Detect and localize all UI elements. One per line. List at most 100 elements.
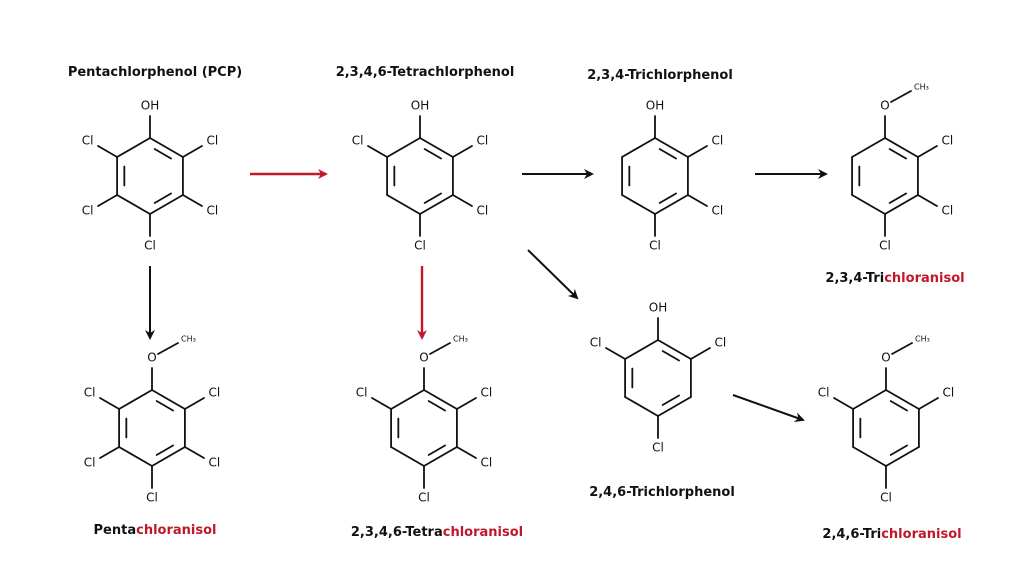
substituent-bond	[605, 347, 626, 360]
chlorine-label: Cl	[84, 386, 96, 400]
double-bond	[427, 444, 446, 456]
double-bond	[889, 400, 908, 412]
compound-name-pcp: Pentachlorphenol (PCP)	[67, 65, 243, 80]
chlorine-label: Cl	[941, 204, 953, 218]
ring-bond	[885, 389, 920, 410]
substituent-bond	[452, 145, 473, 158]
methyl-label: CH₃	[453, 335, 468, 344]
chlorine-label: Cl	[711, 204, 723, 218]
compound-name-teca: 2,3,4,6-Tetrachloranisol	[350, 525, 524, 540]
chlorine-label: Cl	[590, 336, 602, 350]
double-bond	[658, 148, 677, 160]
ring-bond	[386, 194, 421, 215]
double-bond	[427, 400, 446, 412]
molecules: OHClClClClClOHClClClClOHClClClOCH₃ClClCl…	[82, 83, 954, 505]
substituent-bond	[97, 194, 118, 207]
ring-bond	[419, 194, 454, 215]
substituent-bond	[687, 145, 708, 158]
arrow-tcp246-to-tca246	[732, 394, 805, 423]
ring-bond	[851, 137, 886, 158]
ring-bond	[621, 137, 656, 158]
double-bond	[423, 148, 442, 160]
chlorine-label: Cl	[480, 456, 492, 470]
chlorine-label: Cl	[476, 134, 488, 148]
oxygen-label: O	[419, 351, 428, 365]
chlorine-label: Cl	[208, 386, 220, 400]
chlorine-label: Cl	[941, 134, 953, 148]
ring-bond	[423, 446, 458, 467]
chlorine-label: Cl	[206, 134, 218, 148]
ring-bond	[654, 137, 689, 158]
substituent-bond	[456, 446, 477, 459]
ring-bond	[151, 389, 186, 410]
substituent-bond	[452, 194, 473, 207]
compound-name-tcp234: 2,3,4-Trichlorphenol	[587, 68, 733, 83]
substituent-bond	[97, 145, 118, 158]
chlorine-label: Cl	[714, 336, 726, 350]
ring-bond	[118, 446, 153, 467]
chlorine-label: Cl	[879, 239, 891, 253]
chlorine-label: Cl	[480, 386, 492, 400]
methyl-bond	[429, 342, 451, 355]
oxygen-label: O	[147, 351, 156, 365]
substituent-bond	[99, 397, 120, 410]
double-bond	[153, 148, 172, 160]
substituent-bond	[184, 446, 205, 459]
ring-bond	[149, 194, 184, 215]
hydroxyl-label: OH	[141, 99, 159, 113]
double-bond	[423, 192, 442, 204]
ring-bond	[657, 339, 692, 360]
chlorine-label: Cl	[818, 386, 830, 400]
ring-bond	[390, 446, 425, 467]
arrow-tecp-to-tcp246	[527, 249, 579, 300]
substituent-bond	[99, 446, 120, 459]
compound-name-pca: Pentachloranisol	[93, 523, 217, 538]
ring-bond	[151, 446, 186, 467]
chlorine-label: Cl	[476, 204, 488, 218]
substituent-bond	[687, 194, 708, 207]
ring-bond	[621, 194, 656, 215]
ring-bond	[118, 389, 153, 410]
chlorine-label: Cl	[356, 386, 368, 400]
substituent-bond	[182, 194, 203, 207]
chlorine-label: Cl	[208, 456, 220, 470]
methyl-label: CH₃	[915, 335, 930, 344]
substituent-bond	[371, 397, 392, 410]
double-bond	[155, 400, 174, 412]
substituent-bond	[182, 145, 203, 158]
hydroxyl-label: OH	[411, 99, 429, 113]
double-bond	[661, 394, 680, 406]
ring-bond	[624, 339, 659, 360]
reaction-arrows	[145, 169, 828, 423]
ring-bond	[624, 396, 659, 417]
substituent-bond	[184, 397, 205, 410]
double-bond	[658, 192, 677, 204]
ring-bond	[657, 396, 692, 417]
compound-name-tca246: 2,4,6-Trichloranisol	[822, 527, 962, 542]
ring-bond	[116, 137, 151, 158]
substituent-bond	[833, 397, 854, 410]
ring-bond	[884, 194, 919, 215]
chlorine-label: Cl	[144, 239, 156, 253]
ring-bond	[852, 446, 887, 467]
methyl-bond	[891, 342, 913, 355]
compound-name-tca234: 2,3,4-Trichloranisol	[825, 271, 965, 286]
chlorine-label: Cl	[352, 134, 364, 148]
substituent-bond	[367, 145, 388, 158]
methyl-label: CH₃	[181, 335, 196, 344]
ring-bond	[885, 446, 920, 467]
methyl-bond	[890, 90, 912, 103]
ring-bond	[390, 389, 425, 410]
compound-name-tecp: 2,3,4,6-Tetrachlorphenol	[335, 65, 515, 80]
substituent-bond	[917, 145, 938, 158]
chlorine-label: Cl	[82, 134, 94, 148]
